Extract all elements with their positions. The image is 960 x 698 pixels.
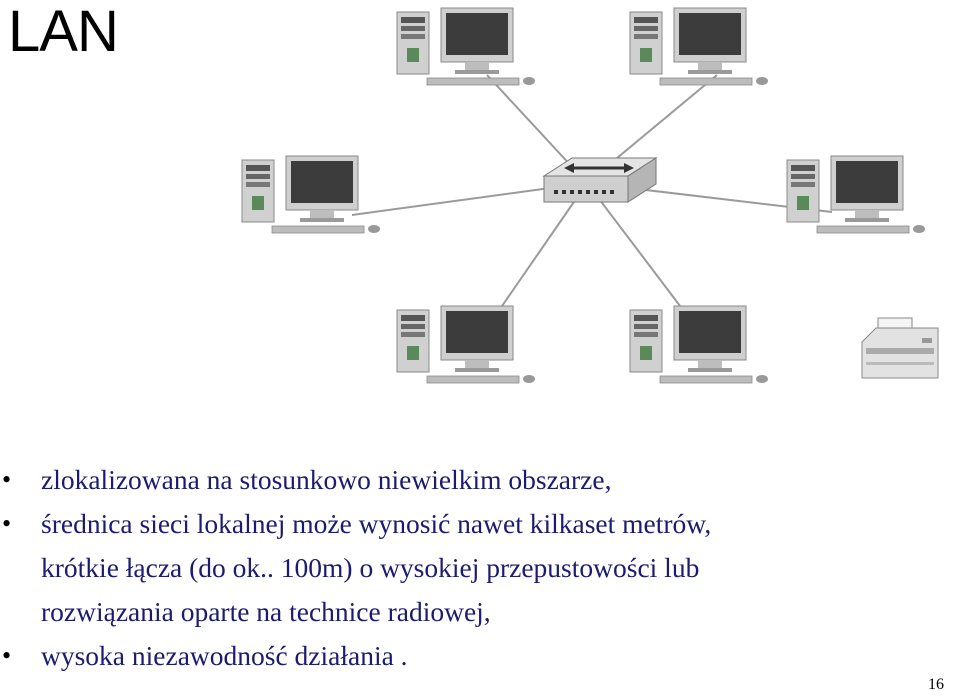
bullet-item: • zlokalizowana na stosunkowo niewielkim… [0,458,940,502]
network-cables [352,75,832,335]
bullet-item: krótkie łącza (do ok.. 100m) o wysokiej … [0,546,940,590]
bullet-marker: • [2,502,11,546]
lan-star-topology-diagram [232,0,960,392]
computer-icon [630,306,768,383]
bullet-item: • średnica sieci lokalnej może wynosić n… [0,502,940,546]
slide-title: LAN [8,0,118,65]
switch-icon [544,158,656,202]
page-number: 16 [928,676,944,694]
computer-icon [787,156,925,233]
printer-icon [862,318,938,378]
computer-icon [630,8,768,85]
bullet-text: zlokalizowana na stosunkowo niewielkim o… [41,458,611,502]
bullet-text: średnica sieci lokalnej może wynosić naw… [41,502,711,546]
bullet-text: krótkie łącza (do ok.. 100m) o wysokiej … [41,546,699,590]
bullet-list: • zlokalizowana na stosunkowo niewielkim… [0,458,940,678]
bullet-marker: • [2,634,11,678]
computer-icon [397,8,535,85]
bullet-item: rozwiązania oparte na technice radiowej, [0,590,940,634]
bullet-marker: • [2,458,11,502]
computer-icon [242,156,380,233]
bullet-text: wysoka niezawodność działania . [41,634,408,678]
bullet-item: • wysoka niezawodność działania . [0,634,940,678]
computer-icon [397,306,535,383]
bullet-text: rozwiązania oparte na technice radiowej, [41,590,491,634]
